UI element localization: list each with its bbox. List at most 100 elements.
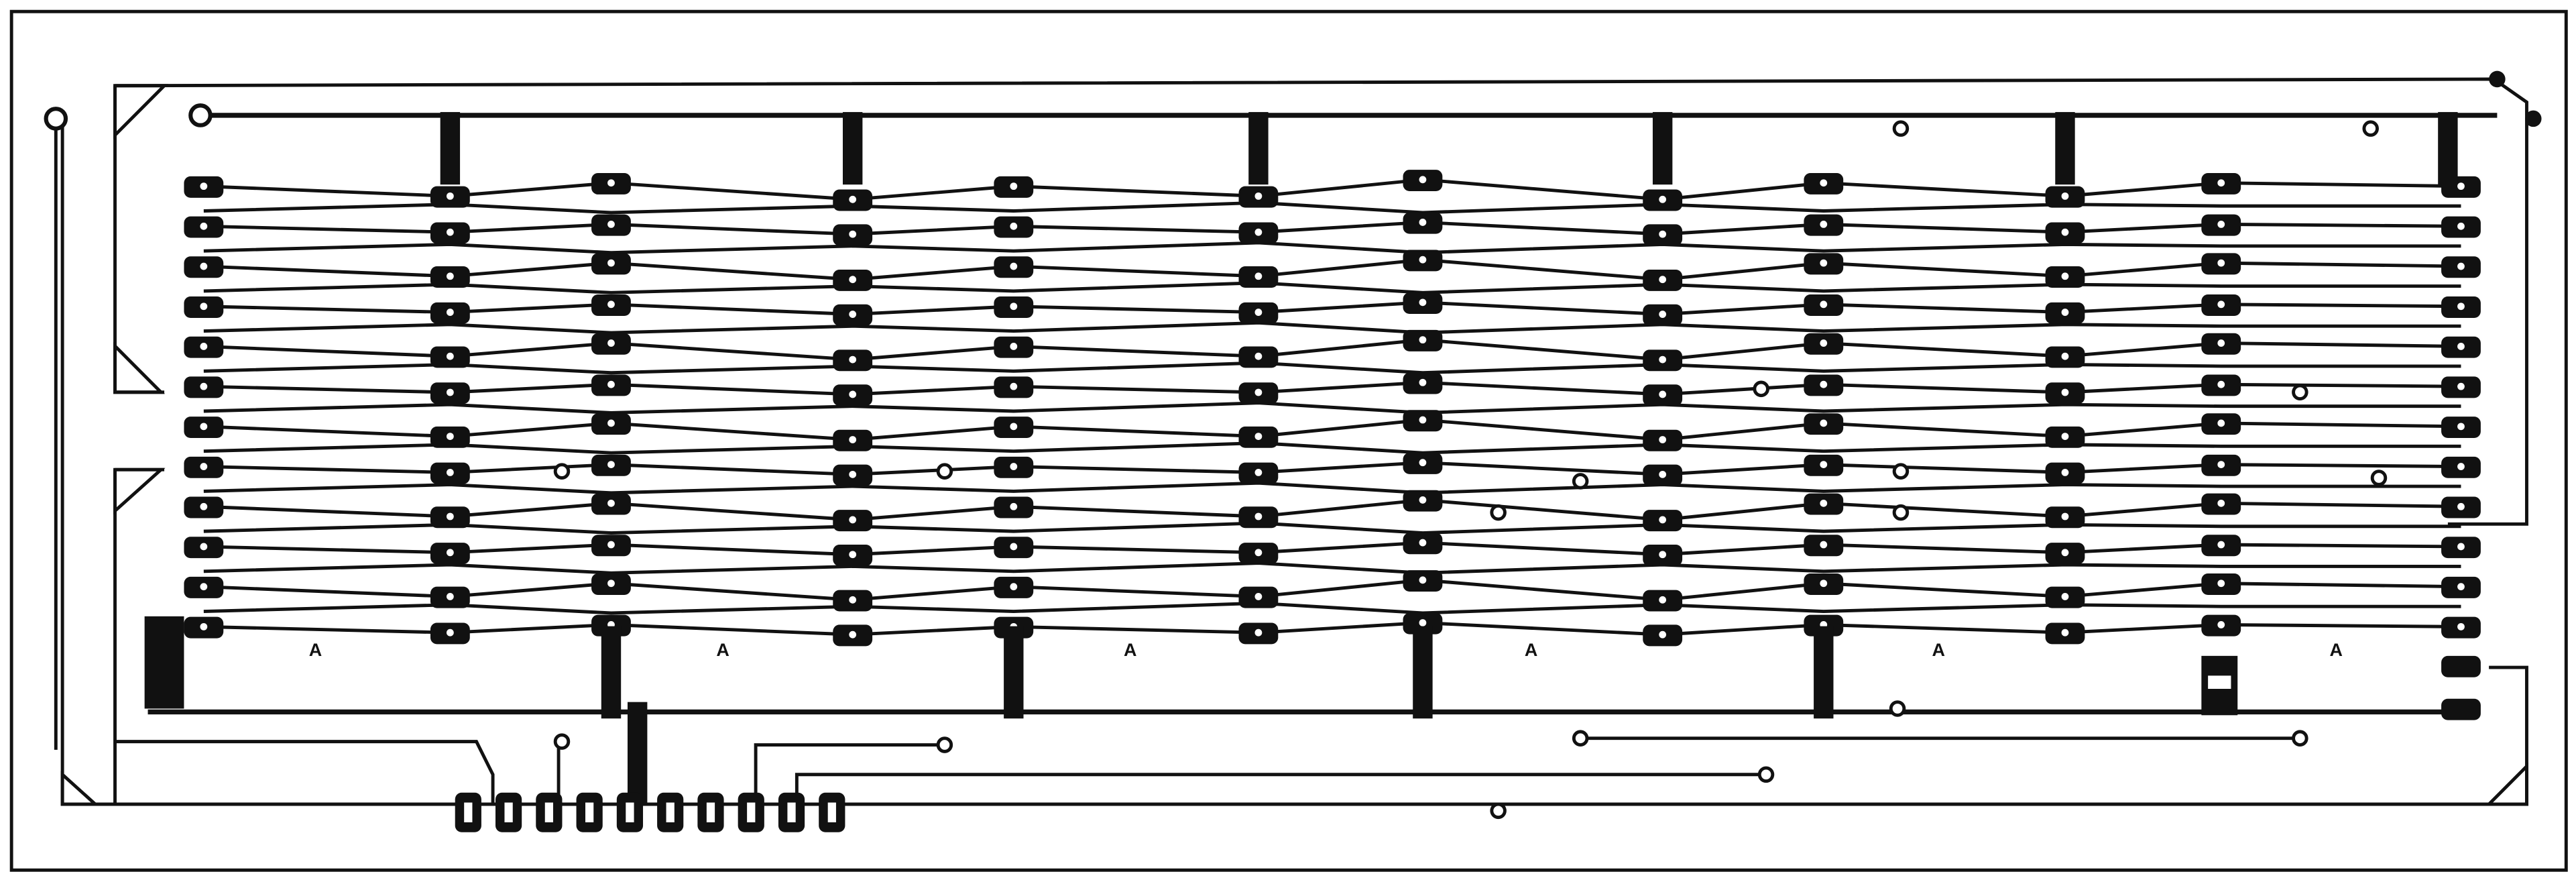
pad-hole [446, 388, 454, 396]
pad-hole [1254, 192, 1263, 200]
pad-hole [2457, 382, 2465, 390]
trace-row-secondary [203, 321, 2461, 335]
section-label: A [716, 640, 729, 660]
pad-hole [2217, 461, 2225, 469]
trace-row [203, 220, 2461, 236]
via-hole [2292, 384, 2308, 401]
top-right-node-2 [2525, 110, 2542, 127]
trace-row-secondary [203, 601, 2461, 615]
pad-hole [446, 272, 454, 280]
pad-hole [1820, 339, 1828, 347]
pad-hole [849, 551, 857, 559]
trace-row-secondary [203, 401, 2461, 415]
corner-mark-bottom-right [2485, 762, 2528, 806]
pad-hole [446, 309, 454, 316]
connector-trace-4 [795, 773, 1767, 804]
pad-hole [1010, 302, 1018, 311]
pad-hole [2061, 549, 2069, 557]
section-label: A [2330, 640, 2343, 660]
top-strap [1652, 112, 1673, 185]
via-holes [553, 120, 2388, 820]
via-hole [1892, 504, 1910, 521]
bottom-strap [1004, 626, 1024, 719]
pad-hole [1419, 219, 1427, 226]
top-strap [2055, 112, 2075, 185]
pad-array [184, 170, 2481, 647]
pad-hole [607, 300, 615, 309]
pad-hole [2457, 423, 2465, 431]
pad-hole [446, 228, 454, 236]
corner-mark-bottom-left [60, 771, 100, 806]
edge-connector [455, 792, 845, 832]
pad-hole [446, 352, 454, 360]
connector-pin-hole [626, 802, 634, 823]
pad-hole [2217, 380, 2225, 388]
section-label: A [1525, 640, 1537, 660]
via-hole [1572, 473, 1589, 490]
pad-hole [1659, 516, 1667, 524]
pad-hole [607, 419, 615, 427]
pad-hole [1820, 179, 1828, 187]
pad-hole [1659, 230, 1667, 238]
pad-hole [1419, 378, 1427, 386]
pad-hole [1419, 619, 1427, 626]
pad-hole [1010, 343, 1018, 350]
connector-pin-hole [706, 802, 715, 823]
pad-hole [1419, 298, 1427, 307]
pad-hole [1254, 228, 1263, 236]
pad-hole [2061, 512, 2069, 520]
connector-pin-hole [787, 802, 796, 823]
pad-hole [607, 580, 615, 588]
pad-hole [607, 461, 615, 469]
trace-row [203, 178, 2461, 201]
pad-hole [200, 222, 208, 230]
section-label: A [1932, 640, 1945, 660]
via-hole [553, 733, 571, 750]
pad [2441, 655, 2481, 677]
pad-hole [2457, 222, 2465, 230]
pad-hole [200, 262, 208, 270]
pad-hole [1010, 583, 1018, 591]
mount-hole-top [188, 103, 213, 127]
pad-hole [1419, 459, 1427, 467]
pad-hole [200, 302, 208, 311]
pad-hole [2061, 272, 2069, 280]
top-strap [842, 112, 863, 185]
strap-window [2208, 675, 2231, 689]
pad-hole [607, 380, 615, 388]
pad-hole [849, 596, 857, 604]
connector-pin-hole [585, 802, 594, 823]
pad-hole [849, 630, 857, 639]
pad-hole [1254, 628, 1263, 637]
pad-hole [1010, 423, 1018, 431]
connector-pin-hole [666, 802, 675, 823]
signal-traces [203, 178, 2461, 637]
pad-hole [1419, 256, 1427, 264]
connector-pin-hole [747, 802, 756, 823]
pad-hole [2061, 433, 2069, 440]
pad-hole [1820, 461, 1828, 469]
pad-hole [1010, 502, 1018, 510]
via-hole [1892, 463, 1910, 480]
corner-mark-mid-left [113, 342, 166, 394]
trace-row [203, 541, 2461, 557]
pad-hole [2457, 463, 2465, 470]
pad-hole [1419, 539, 1427, 547]
pad-hole [2457, 182, 2465, 190]
pad-hole [2217, 419, 2225, 427]
pad-hole [1820, 220, 1828, 228]
pad [2441, 698, 2481, 720]
pad-hole [1419, 176, 1427, 184]
trace-row-secondary [203, 241, 2461, 255]
pad-hole [849, 355, 857, 364]
via-hole [936, 463, 953, 480]
top-strap [440, 112, 461, 185]
pad-hole [2217, 541, 2225, 549]
via-hole [553, 463, 571, 480]
pad-hole [1419, 416, 1427, 424]
pad-hole [1659, 276, 1667, 284]
pad-hole [1254, 593, 1263, 600]
pad-hole [849, 276, 857, 284]
